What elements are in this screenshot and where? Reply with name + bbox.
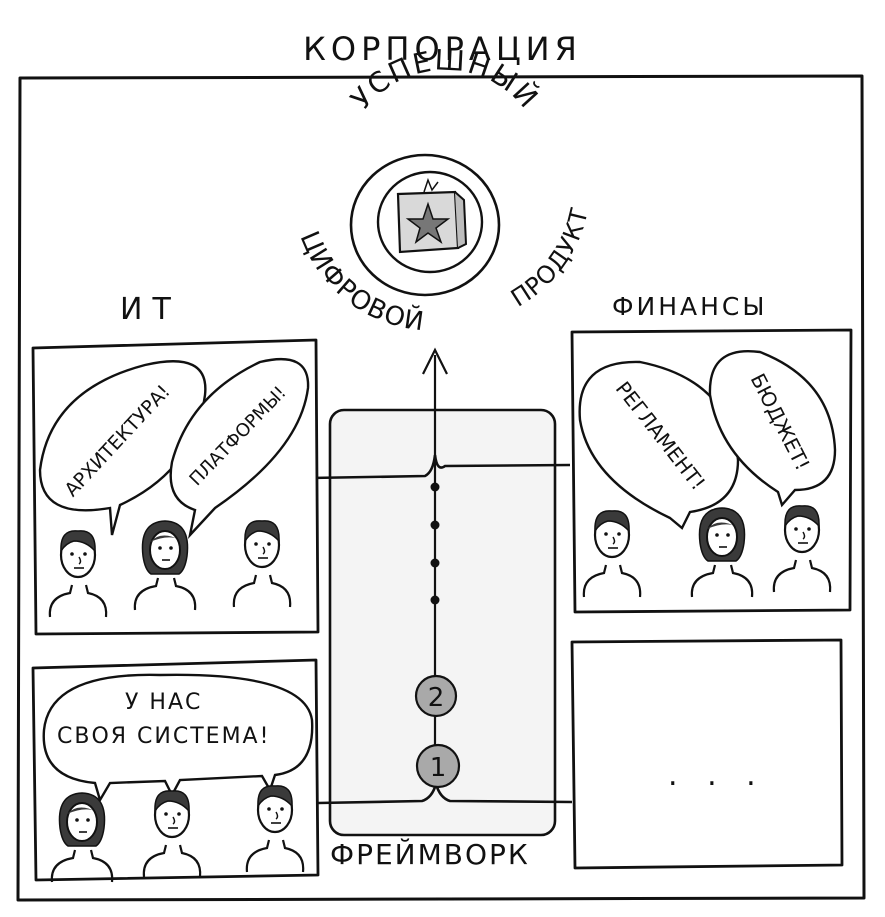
finance-department-title: ФИНАНСЫ	[612, 292, 768, 321]
corporation-frame	[16, 74, 866, 902]
star-icon	[405, 201, 451, 244]
product-label-3: ПРОДУКТ	[506, 205, 594, 312]
own-system-line-2: СВОЯ СИСТЕМА!	[57, 724, 271, 749]
step-1-circle	[415, 743, 461, 789]
own-system-speech: У НАС СВОЯ СИСТЕМА!	[57, 686, 270, 754]
step-1-label: 1	[430, 753, 447, 783]
it-department-title: ИТ	[120, 292, 181, 327]
framework-title: ФРЕЙМВОРК	[330, 838, 530, 871]
placeholder-box	[570, 638, 844, 870]
finance-bubble-2: БЮДЖЕТ!	[708, 349, 837, 508]
placeholder-ellipsis: . . .	[668, 758, 766, 793]
framework-column	[328, 408, 557, 837]
milestone-dot	[430, 482, 440, 492]
corporation-title: КОРПОРАЦИЯ	[303, 30, 582, 68]
milestone-dot	[430, 558, 440, 568]
it-bubble-1: АРХИТЕКТУРА!	[38, 360, 207, 536]
product-box-icon	[396, 177, 468, 254]
step-2-circle	[414, 674, 458, 718]
own-system-line-1: У НАС	[125, 690, 203, 715]
step-2-label: 2	[428, 683, 445, 713]
milestone-dot	[430, 595, 440, 605]
own-system-bubble	[42, 673, 314, 803]
arrow-head-icon	[422, 347, 448, 375]
finance-bubble-1: РЕГЛАМЕНТ!	[578, 360, 740, 530]
milestone-dot	[430, 520, 440, 530]
